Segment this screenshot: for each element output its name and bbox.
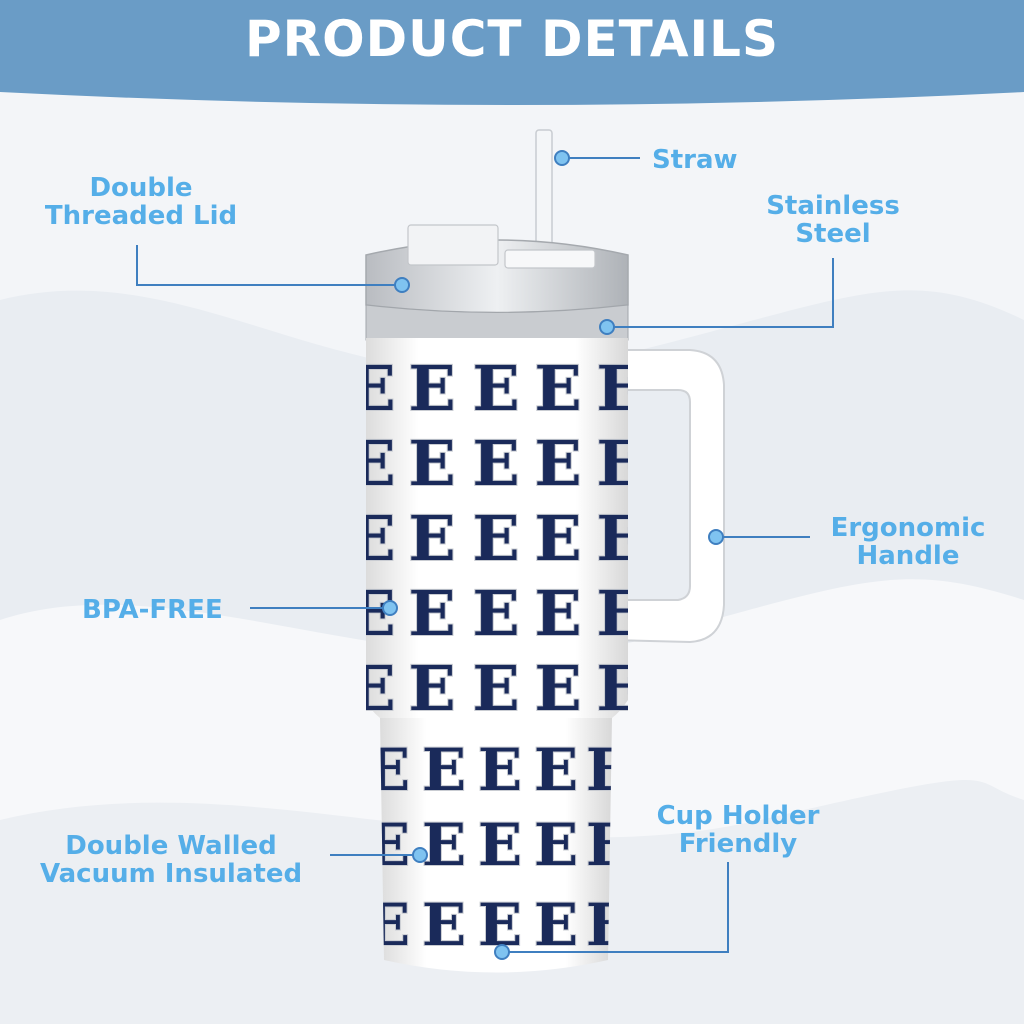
pattern-letter: E (596, 502, 643, 575)
callout-vacuum-line1: Double Walled (65, 831, 277, 861)
callout-steel-line1: Stainless (766, 191, 900, 221)
holder-dot (494, 944, 510, 960)
pattern-letter: E (472, 427, 519, 500)
callout-steel: Stainless Steel (752, 192, 914, 248)
pattern-letter: E (408, 352, 455, 425)
callout-straw-text: Straw (652, 145, 738, 175)
callout-vacuum-line2: Vacuum Insulated (39, 859, 303, 889)
pattern-letter: E (348, 427, 395, 500)
bpa-dot (382, 600, 398, 616)
callout-holder-line1: Cup Holder (656, 801, 820, 831)
handle-dot (708, 529, 724, 545)
pattern-letter: E (586, 891, 630, 959)
pattern-letter: E (472, 502, 519, 575)
pattern-letter: E (348, 352, 395, 425)
pattern-letter: E (408, 502, 455, 575)
pattern-letter: E (366, 736, 410, 804)
vacuum-dot (412, 847, 428, 863)
pattern-letter: E (596, 427, 643, 500)
straw-dot (554, 150, 570, 166)
callout-lid-line2: Threaded Lid (44, 201, 238, 231)
pattern-letter: E (472, 652, 519, 725)
callout-straw: Straw (652, 146, 738, 174)
callout-steel-line2: Steel (795, 219, 871, 249)
pattern-letter: E (534, 652, 581, 725)
pattern-letter: E (422, 736, 466, 804)
callout-vacuum: Double Walled Vacuum Insulated (18, 832, 324, 888)
pattern-letter: E (534, 352, 581, 425)
pattern-letter: E (408, 652, 455, 725)
pattern-letter: E (534, 891, 578, 959)
callout-handle-line2: Handle (856, 541, 960, 571)
pattern-letter: E (596, 577, 643, 650)
pattern-letter: E (348, 502, 395, 575)
callout-holder: Cup Holder Friendly (646, 802, 830, 858)
callout-bpa: BPA-FREE (82, 596, 223, 624)
pattern-letter: E (586, 736, 630, 804)
pattern-letter: E (366, 811, 410, 879)
header-banner (0, 0, 1024, 92)
pattern-letter: E (534, 577, 581, 650)
lid-dot (394, 277, 410, 293)
pattern-letter: E (472, 352, 519, 425)
header-curve (0, 80, 1024, 105)
pattern-letter: E (534, 427, 581, 500)
pattern-letter: E (596, 652, 643, 725)
pattern-letter: E (534, 502, 581, 575)
pattern-letter: E (478, 736, 522, 804)
callout-handle-line1: Ergonomic (830, 513, 986, 543)
callout-lid: Double Threaded Lid (36, 174, 246, 230)
pattern-letter: E (348, 652, 395, 725)
pattern-letter: E (408, 577, 455, 650)
pattern-letter: E (408, 427, 455, 500)
pattern-letter: E (422, 891, 466, 959)
pattern-letter: E (534, 811, 578, 879)
pattern-letter: E (596, 352, 643, 425)
callout-bpa-text: BPA-FREE (82, 595, 223, 625)
pattern-letter: E (366, 891, 410, 959)
pattern-letter: E (472, 577, 519, 650)
pattern-letter: E (478, 811, 522, 879)
page-title: PRODUCT DETAILS (244, 10, 780, 68)
pattern-letter: E (534, 736, 578, 804)
callout-holder-line2: Friendly (678, 829, 798, 859)
callout-handle: Ergonomic Handle (818, 514, 998, 570)
pattern-letter: E (586, 811, 630, 879)
callout-lid-line1: Double (89, 173, 193, 203)
pattern-letter: E (422, 811, 466, 879)
steel-dot (599, 319, 615, 335)
